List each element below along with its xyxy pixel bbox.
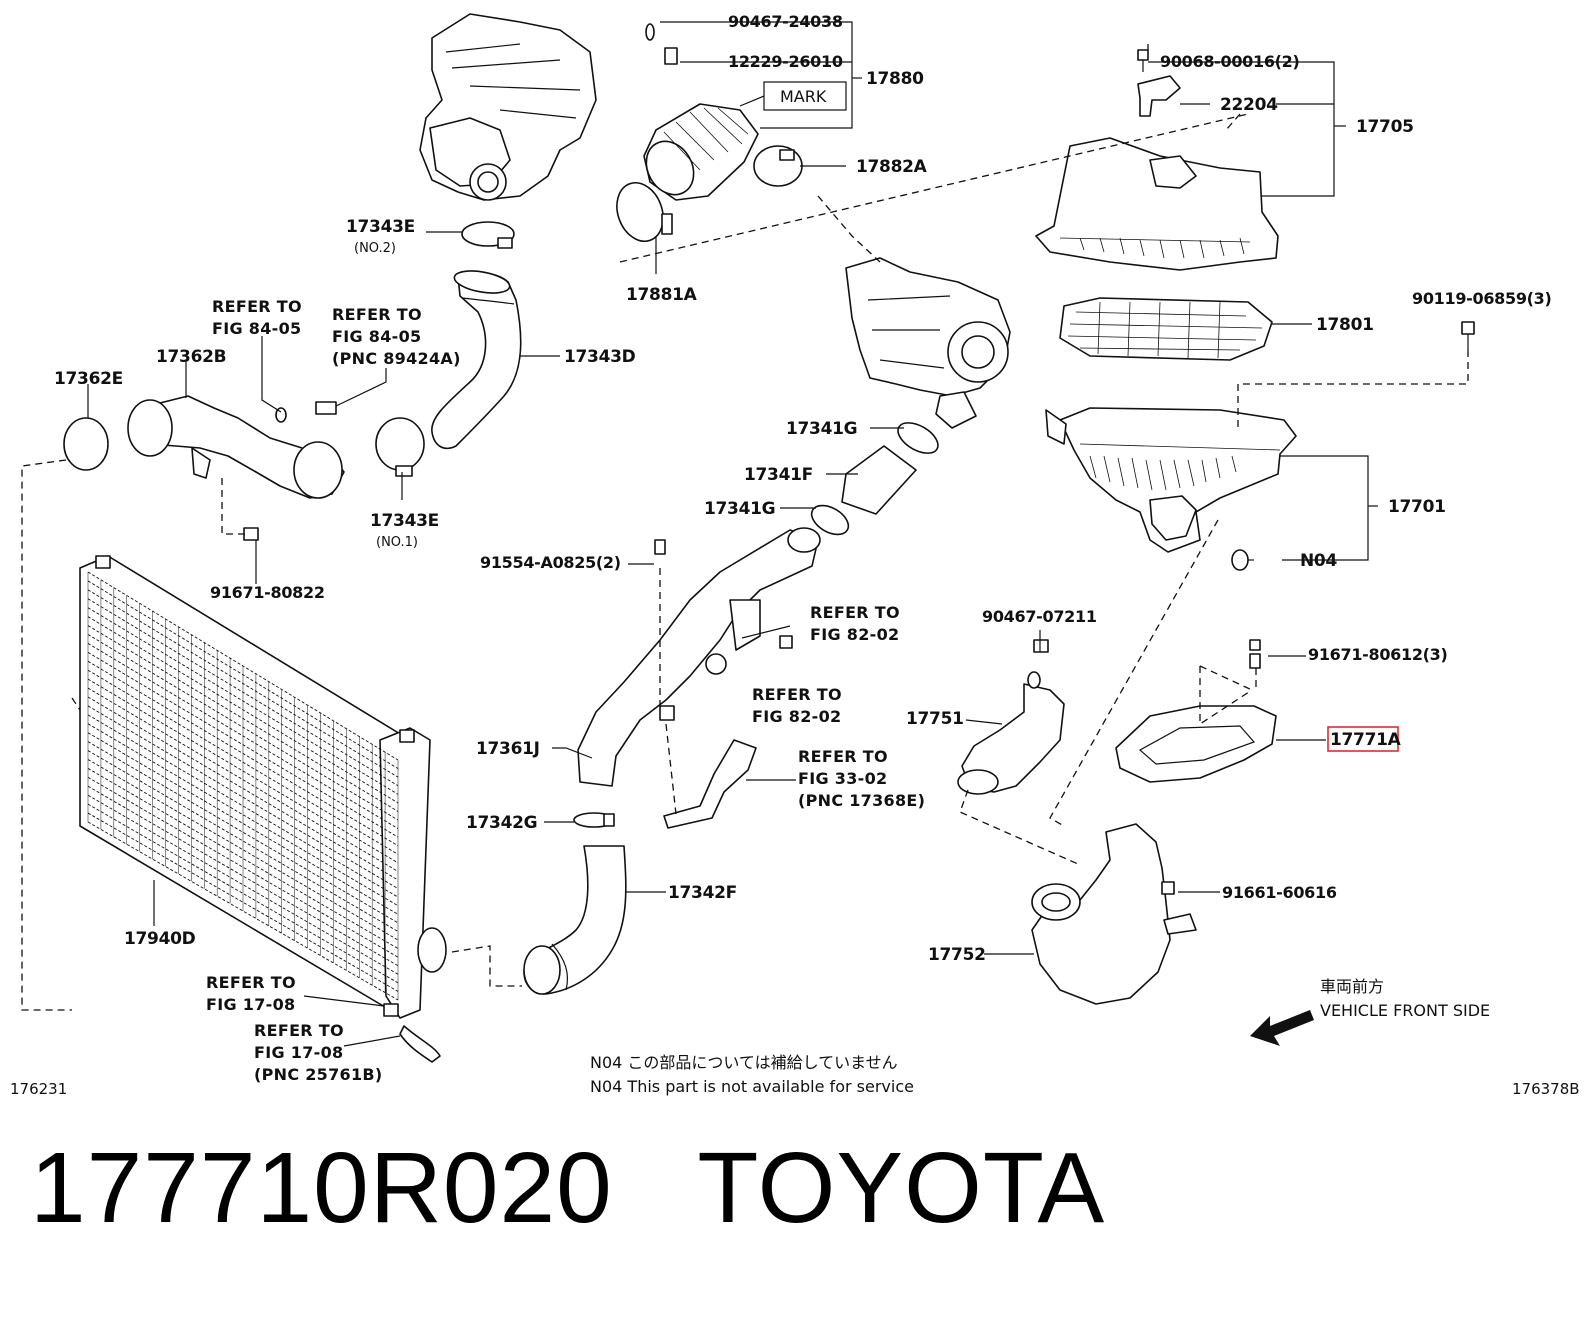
caption-part-number: 177710R020 [30,1132,613,1244]
refer-to-84-05-a: REFER TO [212,297,302,316]
label-17343E-no1: 17343E [370,511,439,531]
fig-33-02: FIG 33-02 [798,769,887,788]
label-17752: 17752 [928,945,986,965]
duct-17751-drawing [957,671,1065,795]
clamp-17343E-top-drawing [461,221,515,249]
part-number-caption: 177710R020 TOYOTA [30,1138,1105,1238]
label-91554-A0825: 91554-A0825(2) [480,553,621,572]
label-17701: 17701 [1388,497,1446,517]
label-91661-60616: 91661-60616 [1222,883,1337,902]
fig-82-02-a: FIG 82-02 [810,625,899,644]
label-17341G-top: 17341G [786,419,857,439]
label-17362E: 17362E [54,369,123,389]
refer-to-17-08-b: REFER TO [254,1021,344,1040]
label-90467-07211: 90467-07211 [982,607,1097,626]
air-cleaner-case-drawing [1045,407,1297,571]
label-22204: 22204 [1220,95,1278,115]
label-17341F: 17341F [744,465,813,485]
intake-hose-17880-drawing [616,23,803,242]
label-17771A: 17771A [1330,730,1402,750]
label-17343E-no2: 17343E [346,217,415,237]
refer-to-82-02-b: REFER TO [752,685,842,704]
hose-17343D-drawing [431,270,522,450]
label-no1: (NO.1) [376,535,418,550]
note-n04-en: N04 This part is not available for servi… [590,1077,914,1096]
part-labels: 90467-24038 12229-26010 17880 MARK 17882… [10,12,1580,1098]
caption-brand: TOYOTA [697,1132,1106,1244]
label-17705: 17705 [1356,117,1414,137]
refer-to-17-08-a: REFER TO [206,973,296,992]
label-91671-80822: 91671-80822 [210,583,325,602]
illustration-code-right: 176378B [1512,1080,1580,1098]
sleeve-17341F-drawing [810,422,939,536]
label-no2: (NO.2) [354,241,396,256]
sensor-22204-drawing [1137,49,1181,117]
label-N04: N04 [1300,551,1337,571]
label-17362B: 17362B [156,347,226,367]
label-17341G-bottom: 17341G [704,499,775,519]
pipe-17362B-drawing [63,395,425,541]
label-17880: 17880 [866,69,924,89]
intercooler-fins [87,571,399,1001]
label-12229-26010: 12229-26010 [728,52,843,71]
label-17342F: 17342F [668,883,737,903]
filter-element-drawing [1059,297,1273,361]
leader-lines [21,21,1469,1047]
duct-17752-drawing [1031,823,1197,1005]
refer-to-82-02-a: REFER TO [810,603,900,622]
fig-82-02-b: FIG 82-02 [752,707,841,726]
label-17343D: 17343D [564,347,636,367]
bracket-drawing [663,739,757,829]
label-mark: MARK [780,87,827,106]
label-91671-80612: 91671-80612(3) [1308,645,1448,664]
refer-to-33-02: REFER TO [798,747,888,766]
intercooler-17940D-drawing [79,555,447,1063]
label-90068-00016: 90068-00016(2) [1160,52,1300,71]
pnc-89424A: (PNC 89424A) [332,349,461,368]
bolts-drawing [1033,321,1475,653]
front-side-jp: 車両前方 [1320,977,1384,996]
label-17882A: 17882A [856,157,928,177]
hose-17342F-drawing [523,845,627,995]
label-90467-24038: 90467-24038 [728,12,843,31]
note-n04-jp: N04 この部品については補給していません [590,1053,898,1072]
pnc-25761B: (PNC 25761B) [254,1065,383,1084]
label-17751: 17751 [906,709,964,729]
pnc-17368E: (PNC 17368E) [798,791,925,810]
highlight-box-17771A [1327,726,1399,752]
label-17342G: 17342G [466,813,537,833]
front-side-en: VEHICLE FRONT SIDE [1320,1001,1490,1020]
pipe-17361J-drawing [573,527,821,828]
compressor-drawing [845,257,1011,429]
part-17771A-drawing [1115,653,1277,783]
fig-17-08-b: FIG 17-08 [254,1043,343,1062]
air-cleaner-cap-drawing [1035,137,1279,271]
label-90119-06859: 90119-06859(3) [1412,289,1552,308]
refer-to-84-05-b: REFER TO [332,305,422,324]
fig-84-05-b: FIG 84-05 [332,327,421,346]
fig-17-08-a: FIG 17-08 [206,995,295,1014]
label-17940D: 17940D [124,929,196,949]
fig-84-05-a: FIG 84-05 [212,319,301,338]
turbo-manifold-drawing [419,13,597,201]
vehicle-front-arrow-icon [1250,1010,1314,1046]
label-17361J: 17361J [476,739,540,759]
label-17801: 17801 [1316,315,1374,335]
label-17881A: 17881A [626,285,698,305]
illustration-code-left: 176231 [10,1080,67,1098]
